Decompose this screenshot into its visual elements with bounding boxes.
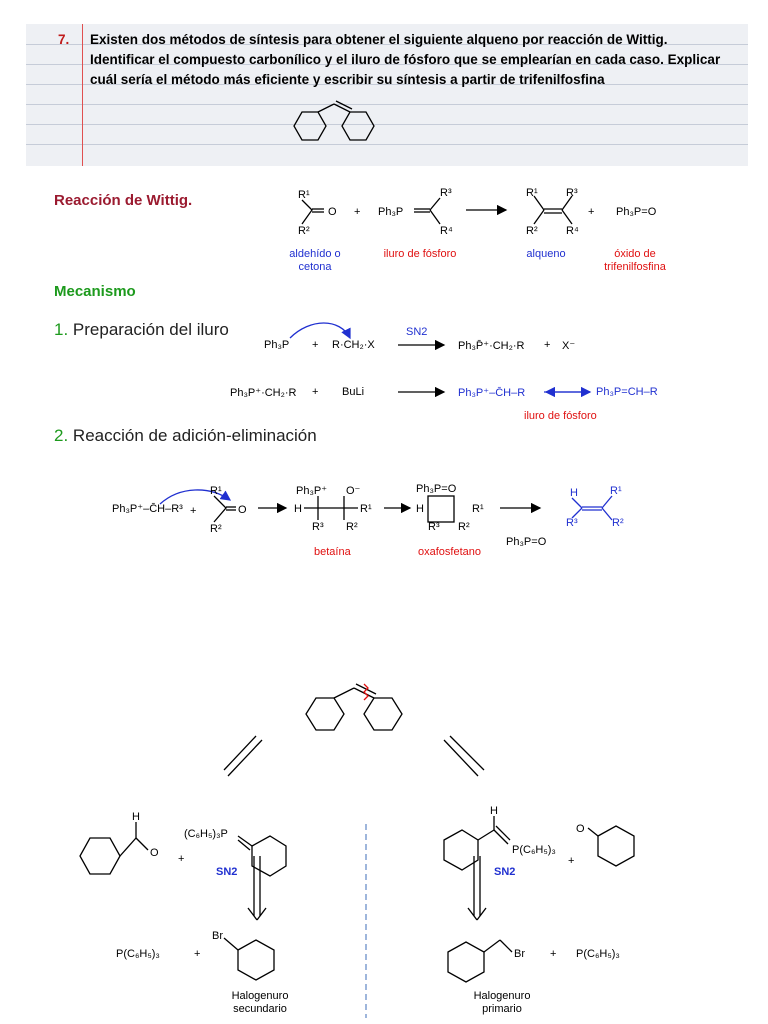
- retro-arrow-left: [227, 739, 263, 777]
- base-buli: BuLi: [342, 386, 365, 398]
- question-line-2: Identificar el compuesto carbonílico y e…: [90, 52, 721, 67]
- wittig-title: Reacción de Wittig.: [54, 192, 193, 209]
- svg-text:R¹: R¹: [210, 485, 222, 497]
- left-phosphine: P(C₆H₅)₃: [116, 948, 160, 960]
- left-bromide: Br: [212, 930, 223, 942]
- svg-text:+: +: [568, 855, 574, 867]
- svg-text:R¹: R¹: [526, 187, 538, 199]
- svg-text:O: O: [576, 823, 585, 835]
- retro-target: [305, 683, 403, 731]
- target-alkene: [293, 100, 375, 141]
- left-sn2-label: SN2: [216, 866, 238, 878]
- ylene-form: Ph₃P=CH–R: [596, 386, 658, 398]
- plus-sign: +: [194, 948, 201, 960]
- svg-text:+: +: [354, 206, 360, 218]
- step-2-text: Reacción de adición-eliminación: [68, 426, 317, 445]
- carbonyl-bonds: [301, 199, 313, 225]
- svg-text:R¹: R¹: [298, 189, 310, 201]
- label-carbonyl: aldehído o cetona: [289, 248, 341, 273]
- svg-text:H: H: [416, 503, 424, 515]
- right-bromide: Br: [514, 948, 525, 960]
- right-sn2-label: SN2: [494, 866, 516, 878]
- svg-text:R³: R³: [566, 187, 578, 199]
- svg-text:R³: R³: [312, 521, 324, 533]
- right-ylide-ph3p: P(C₆H₅)₃: [512, 844, 556, 856]
- ruled-line: [26, 124, 748, 125]
- svg-text:Ph₃P=O: Ph₃P=O: [416, 483, 457, 495]
- svg-text:R²: R²: [458, 521, 470, 533]
- plus-sign: +: [544, 339, 551, 351]
- retro-arrow-right: [443, 739, 479, 777]
- betaine-label: betaína: [314, 546, 351, 558]
- left-halide-label: Halogenuro secundario: [231, 990, 289, 1015]
- question-line-1: Existen dos métodos de síntesis para obt…: [90, 32, 668, 47]
- ruled-line: [26, 104, 748, 105]
- svg-text:+: +: [190, 505, 196, 517]
- halide-anion: X⁻: [562, 340, 576, 352]
- ph3p-reagent: Ph₃P: [264, 339, 290, 351]
- svg-text:R³: R³: [440, 187, 452, 199]
- svg-text:+: +: [178, 853, 184, 865]
- svg-text:R³: R³: [428, 521, 440, 533]
- oxaphosphetane-label: oxafosfetano: [418, 546, 481, 558]
- ruled-line: [26, 64, 748, 65]
- svg-text:R¹: R¹: [610, 485, 622, 497]
- svg-text:+: +: [588, 206, 594, 218]
- plus-sign: +: [550, 948, 557, 960]
- svg-text:O⁻: O⁻: [346, 485, 361, 497]
- svg-text:R¹: R¹: [360, 503, 372, 515]
- svg-text:R²: R²: [346, 521, 358, 533]
- ruled-line: [26, 44, 748, 45]
- svg-text:R⁴: R⁴: [440, 225, 453, 237]
- svg-text:R²: R²: [298, 225, 310, 237]
- question-line-3: cuál sería el método más eficiente y esc…: [90, 72, 605, 87]
- step-2-title: 2. Reacción de adición-eliminación: [54, 426, 317, 446]
- svg-text:R²: R²: [210, 523, 222, 535]
- ruled-line: [26, 144, 748, 145]
- ylide-label: iluro de fósforo: [524, 410, 597, 422]
- label-oxide: óxido de trifenilfosfina: [604, 248, 666, 273]
- svg-text:Ph₃P=O: Ph₃P=O: [616, 206, 657, 218]
- margin-line: [82, 24, 83, 166]
- svg-text:R²: R²: [526, 225, 538, 237]
- svg-text:O: O: [238, 504, 247, 516]
- svg-text:O: O: [150, 847, 159, 859]
- question-number: 7.: [58, 32, 70, 47]
- svg-text:O: O: [328, 206, 337, 218]
- step-1-text: Preparación del iluro: [68, 320, 229, 339]
- left-ylide-ph3p: (C₆H₅)₃P: [184, 828, 228, 840]
- oxide-byproduct: Ph₃P=O: [506, 536, 547, 548]
- alkyl-halide: R·CH₂·X: [332, 339, 375, 351]
- ylide-r3: Ph₃P⁺–C̄H–R³: [112, 503, 183, 515]
- phosphonium-salt: Ph₃P̄⁺·CH₂·R: [458, 340, 525, 352]
- svg-text:Ph₃P⁺: Ph₃P⁺: [296, 485, 327, 497]
- label-ylide: iluro de fósforo: [383, 248, 457, 260]
- mechanism-title: Mecanismo: [54, 283, 136, 300]
- svg-text:H: H: [132, 811, 140, 823]
- label-alkene: alqueno: [526, 248, 566, 260]
- step-1-title: 1. Preparación del iluro: [54, 320, 229, 340]
- svg-text:R⁴: R⁴: [566, 225, 579, 237]
- svg-text:H: H: [294, 503, 302, 515]
- svg-text:H: H: [570, 487, 578, 499]
- right-halide-label: Halogenuro primario: [473, 990, 531, 1015]
- svg-text:R²: R²: [612, 517, 624, 529]
- plus-sign: +: [312, 339, 319, 351]
- right-phosphine: P(C₆H₅)₃: [576, 948, 620, 960]
- svg-text:R³: R³: [566, 517, 578, 529]
- step-1-number: 1.: [54, 320, 69, 339]
- sn2-label: SN2: [406, 326, 428, 338]
- ylide-form: Ph₃P⁺–C̄H–R: [458, 387, 526, 399]
- svg-text:H: H: [490, 805, 498, 817]
- phosphonium-salt-2: Ph₃P⁺·CH₂·R: [230, 387, 297, 399]
- step-2-number: 2.: [54, 426, 69, 445]
- question-box: [26, 24, 748, 166]
- ruled-line: [26, 84, 748, 85]
- plus-sign: +: [312, 386, 319, 398]
- svg-text:Ph₃P: Ph₃P: [378, 206, 403, 218]
- svg-text:R¹: R¹: [472, 503, 484, 515]
